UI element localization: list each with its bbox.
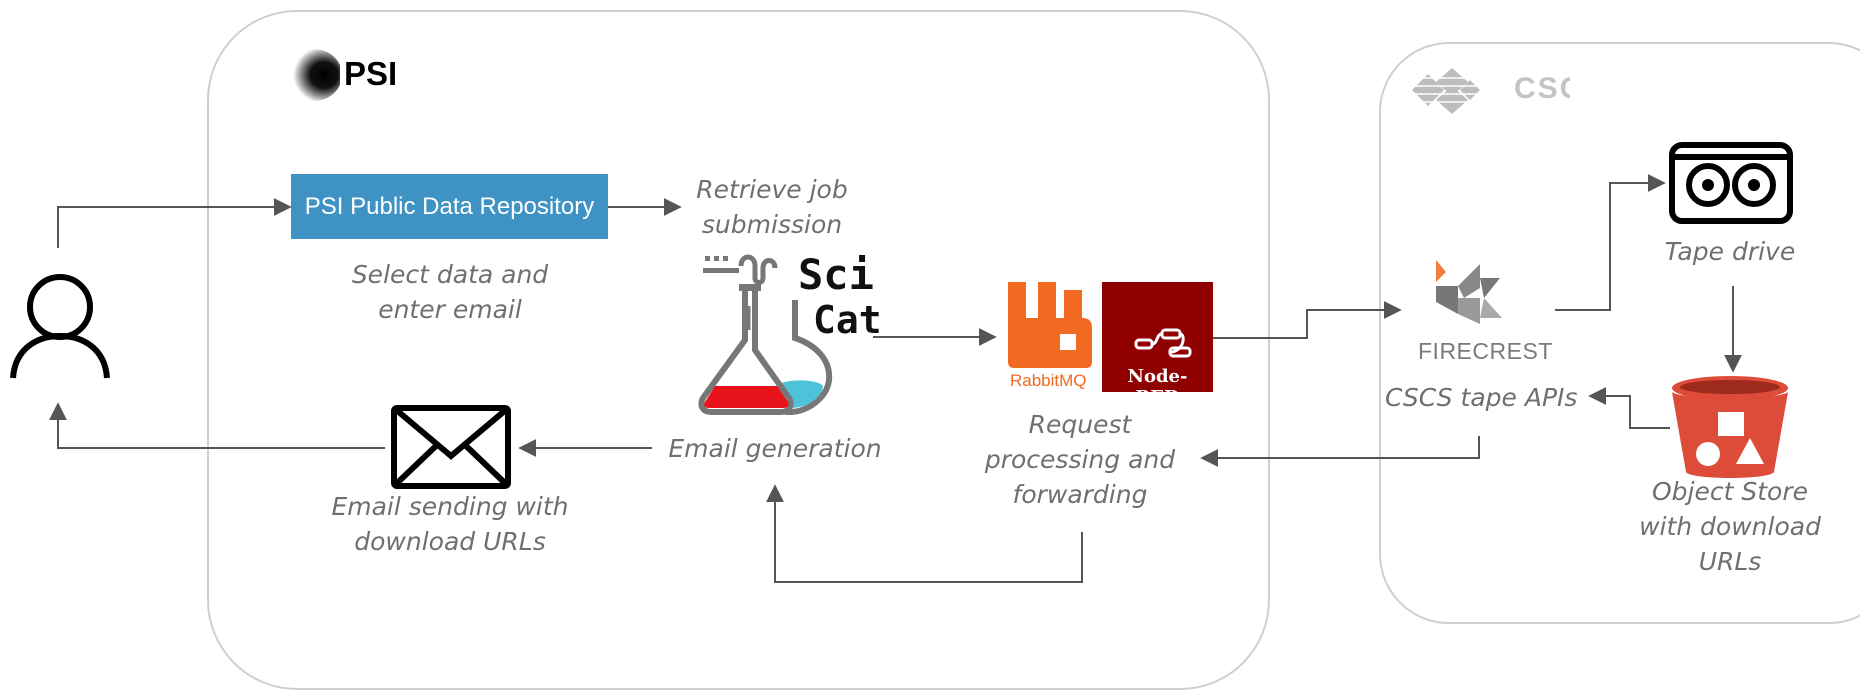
node-red-logo: Node-RED: [1102, 282, 1213, 408]
select-data-caption: Select data and enter email: [351, 260, 549, 324]
arrow-mail-to-user: [49, 402, 385, 449]
tape-drive-caption: Tape drive: [1664, 237, 1796, 266]
flask-icon: [698, 254, 833, 416]
rabbitmq-logo: RabbitMQ: [1008, 282, 1096, 392]
cscs-region: [1379, 42, 1860, 624]
retrieve-job-caption: Retrieve job submission: [696, 175, 848, 239]
rabbitmq-label: RabbitMQ: [1010, 371, 1087, 390]
connector-layer: [49, 174, 1742, 583]
scicat-logo-sci: Sci: [798, 250, 874, 299]
arrow-nodered-to-firecrest: [1213, 301, 1402, 339]
repository-button[interactable]: PSI Public Data Repository: [291, 174, 608, 239]
arrow-firecrest-to-request: [1200, 436, 1480, 467]
psi-logo-text: PSI: [344, 55, 398, 92]
psi-logo-mark-icon: [286, 49, 342, 101]
mail-icon: [390, 404, 512, 490]
scicat-logo-cat: Cat: [813, 298, 882, 342]
email-generation-caption: Email generation: [668, 434, 882, 463]
tape-api-caption: CSCS tape APIs: [1385, 383, 1578, 412]
firecrest-logo: FIRECREST: [1414, 258, 1554, 368]
arrow-request-to-emailgen: [766, 484, 1083, 583]
cscs-logo-mark-icon: [1406, 68, 1486, 114]
node-red-label: Node-RED: [1127, 366, 1188, 408]
repository-button-label: PSI Public Data Repository: [304, 192, 595, 220]
firecrest-label: FIRECREST: [1418, 338, 1553, 364]
tape-drive-icon: [1668, 141, 1794, 225]
object-store-bucket-icon: [1670, 374, 1790, 480]
request-caption: Request processing and forwarding: [984, 410, 1176, 509]
user-icon: [10, 270, 110, 382]
rabbitmq-logo-icon: [1008, 282, 1092, 368]
node-red-flow-icon: [1134, 328, 1192, 358]
cscs-logo: CSC: [1406, 64, 1570, 116]
arrow-firecrest-to-tape: [1555, 174, 1666, 311]
email-sending-caption: Email sending with download URLs: [331, 492, 569, 556]
scicat-logo: Sci Cat: [695, 248, 882, 418]
psi-logo: PSI: [270, 46, 410, 102]
arrow-objectstore-to-firecrest: [1588, 387, 1670, 429]
cscs-logo-text: CSC: [1514, 72, 1570, 105]
firecrest-icon: [1436, 260, 1502, 324]
object-store-caption: Object Store with download URLs: [1639, 477, 1821, 576]
arrow-user-to-repository: [57, 198, 292, 248]
